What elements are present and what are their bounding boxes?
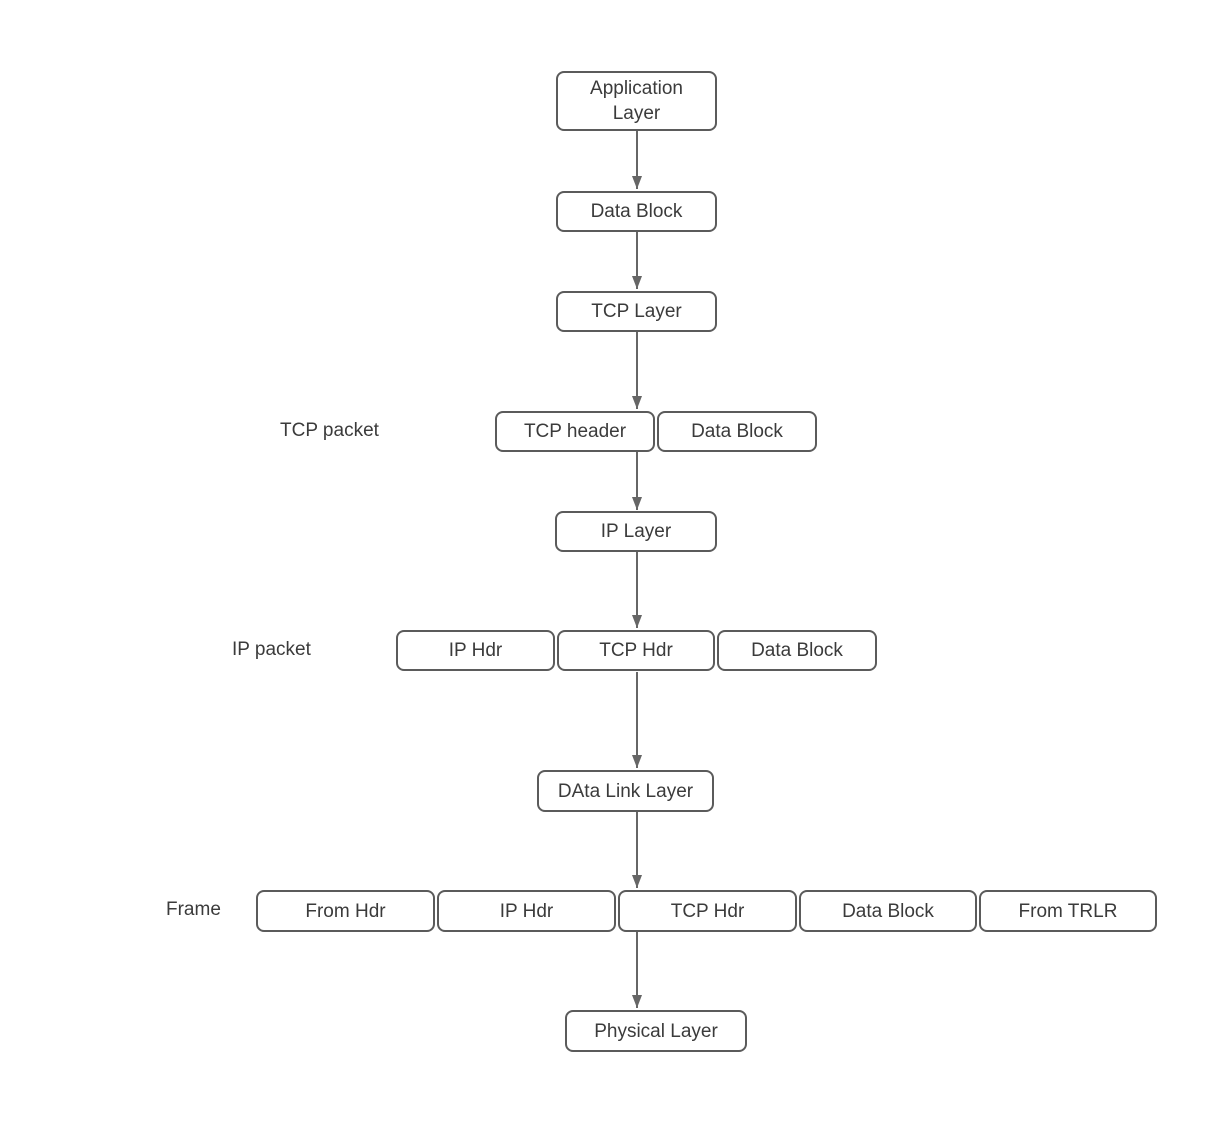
node-data-link-layer: DAta Link Layer xyxy=(537,770,714,812)
node-label: Data Block xyxy=(691,421,783,442)
node-label: From Hdr xyxy=(305,900,386,922)
node-label: Data Block xyxy=(590,201,683,222)
node-tcp-layer: TCP Layer xyxy=(556,291,717,332)
row-label-frame: Frame xyxy=(166,899,221,920)
node-label: Application Layer xyxy=(590,78,683,124)
node-label: TCP Hdr xyxy=(670,900,745,922)
node-frame-from-trlr: From TRLR xyxy=(979,890,1157,932)
node-ip-packet-tcp-hdr: TCP Hdr xyxy=(557,630,715,671)
node-ip-packet-data-block: Data Block xyxy=(717,630,877,671)
node-label: TCP header xyxy=(523,421,627,442)
node-label: Data Block xyxy=(751,640,843,661)
node-frame-data-block: Data Block xyxy=(799,890,977,932)
node-frame-from-hdr: From Hdr xyxy=(256,890,435,932)
node-frame-ip-hdr: IP Hdr xyxy=(437,890,616,932)
node-physical-layer: Physical Layer xyxy=(565,1010,747,1052)
node-ip-packet-ip-hdr: IP Hdr xyxy=(396,630,555,671)
row-label-ip-packet: IP packet xyxy=(232,639,311,660)
row-label-tcp-packet: TCP packet xyxy=(280,420,379,441)
node-label: Physical Layer xyxy=(594,1020,718,1042)
node-tcp-packet-data-block: Data Block xyxy=(657,411,817,452)
node-label: IP Layer xyxy=(600,521,672,542)
node-ip-layer: IP Layer xyxy=(555,511,717,552)
node-label: Data Block xyxy=(842,900,934,922)
node-label: IP Hdr xyxy=(499,900,554,922)
node-label: TCP Layer xyxy=(591,301,682,322)
node-label: DAta Link Layer xyxy=(557,780,694,802)
node-label: TCP Hdr xyxy=(599,640,673,661)
node-label: IP Hdr xyxy=(448,640,503,661)
node-frame-tcp-hdr: TCP Hdr xyxy=(618,890,797,932)
node-application-layer: Application Layer xyxy=(556,71,717,131)
node-data-block-top: Data Block xyxy=(556,191,717,232)
node-label: From TRLR xyxy=(1018,900,1118,922)
node-tcp-packet-tcp-header: TCP header xyxy=(495,411,655,452)
